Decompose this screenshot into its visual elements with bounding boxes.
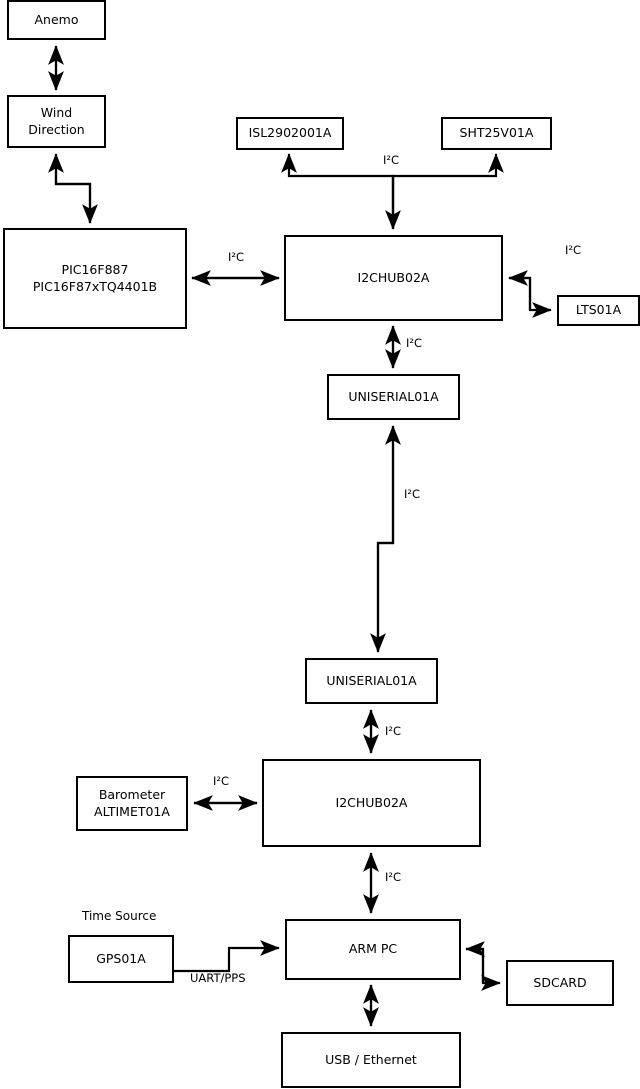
node-lts01a-label: LTS01A	[575, 302, 622, 318]
edge-hubtop-sht	[391, 153, 504, 229]
node-usb-ethernet-label: USB / Ethernet	[325, 1051, 417, 1067]
node-anemo-label: Anemo	[34, 11, 79, 27]
edge-label-i2c-pic-hub: I²C	[228, 250, 245, 264]
node-uniserial01a-bottom-label: UNISERIAL01A	[326, 672, 417, 688]
edge-sdcard-armpc	[465, 941, 485, 983]
node-lts01a[interactable]: LTS01A	[557, 295, 640, 326]
node-pic-microcontroller-label: PIC16F887 PIC16F87xTQ4401B	[32, 261, 158, 294]
node-usb-ethernet[interactable]: USB / Ethernet	[281, 1032, 461, 1088]
node-arm-pc[interactable]: ARM PC	[285, 919, 461, 980]
node-sht25v01a[interactable]: SHT25V01A	[441, 117, 552, 150]
edge-hubtop-isl	[281, 153, 395, 229]
edge-pic-wind	[48, 153, 92, 223]
edge-label-i2c-hub-uniserial: I²C	[406, 336, 423, 350]
edge-wind-pic	[54, 154, 98, 224]
edge-label-i2c-hub-lts: I²C	[565, 243, 582, 257]
edge-label-uart-pps: UART/PPS	[190, 971, 246, 985]
node-gps01a-label: GPS01A	[96, 950, 146, 966]
node-sdcard-label: SDCARD	[533, 974, 587, 990]
node-i2chub02a-top-label: I2CHUB02A	[357, 269, 430, 285]
node-isl2902001a[interactable]: ISL2902001A	[236, 117, 344, 150]
node-gps01a[interactable]: GPS01A	[68, 935, 174, 983]
node-uniserial01a-top-label: UNISERIAL01A	[348, 388, 439, 404]
edge-label-i2c-bus-top: I²C	[383, 153, 400, 167]
edge-hubtop-lts	[509, 276, 552, 318]
node-anemo[interactable]: Anemo	[7, 0, 106, 40]
edge-lts-hubtop	[508, 270, 532, 310]
edge-armpc-sdcard	[466, 947, 501, 991]
node-wind-direction[interactable]: Wind Direction	[7, 95, 106, 148]
node-barometer-altimet01a-label: Barometer ALTIMET01A	[94, 786, 170, 819]
node-i2chub02a-bottom-label: I2CHUB02A	[335, 794, 408, 810]
label-time-source: Time Source	[82, 909, 157, 923]
node-barometer-altimet01a[interactable]: Barometer ALTIMET01A	[76, 776, 188, 831]
edge-uniserialtop-uniserialbot	[370, 426, 395, 653]
edge-uniserialbot-uniserialtop	[376, 425, 401, 652]
node-arm-pc-label: ARM PC	[348, 941, 398, 957]
edge-label-i2c-uniserial-link: I²C	[404, 487, 421, 501]
node-sdcard[interactable]: SDCARD	[506, 960, 614, 1006]
node-wind-direction-label: Wind Direction	[28, 104, 85, 137]
edge-gps-armpc	[173, 940, 280, 973]
node-uniserial01a-bottom[interactable]: UNISERIAL01A	[305, 658, 438, 704]
node-i2chub02a-bottom[interactable]: I2CHUB02A	[262, 759, 481, 847]
node-sht25v01a-label: SHT25V01A	[459, 125, 534, 141]
node-isl2902001a-label: ISL2902001A	[248, 125, 332, 141]
node-i2chub02a-top[interactable]: I2CHUB02A	[284, 235, 503, 321]
node-pic-microcontroller[interactable]: PIC16F887 PIC16F87xTQ4401B	[3, 228, 187, 329]
node-uniserial01a-top[interactable]: UNISERIAL01A	[327, 374, 460, 420]
edge-label-i2c-uniserial-hub2: I²C	[385, 724, 402, 738]
edge-label-i2c-hub-armpc: I²C	[385, 870, 402, 884]
edge-label-i2c-barometer-hub: I²C	[213, 774, 230, 788]
